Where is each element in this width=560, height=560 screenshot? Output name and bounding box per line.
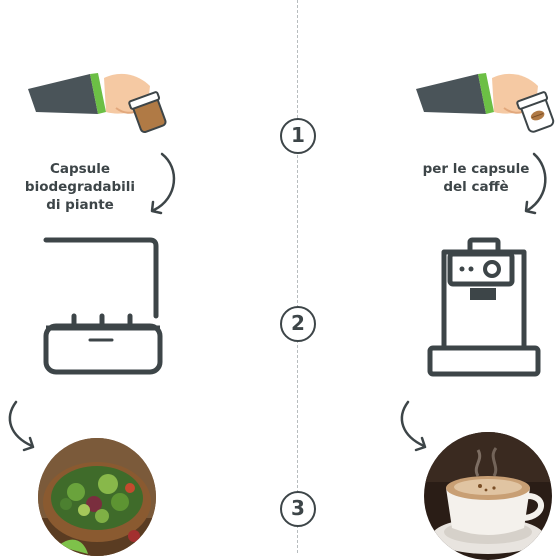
step-3-badge: 3 — [280, 491, 316, 527]
curved-arrow-down-icon — [516, 150, 560, 218]
salad-photo — [38, 438, 156, 556]
plant-pot-icon — [38, 236, 168, 378]
step-1-badge: 1 — [280, 118, 316, 154]
left-caption-line-3: di piante — [10, 196, 150, 214]
left-caption-line-2: biodegradabili — [10, 178, 150, 196]
left-caption-line-1: Capsule — [10, 160, 150, 178]
hand-with-capsule-icon — [20, 64, 170, 144]
step-2-badge: 2 — [280, 306, 316, 342]
hand-with-coffee-capsule-icon — [412, 64, 560, 144]
curved-arrow-down-right-icon — [394, 398, 438, 456]
curved-arrow-down-right-icon — [2, 398, 46, 456]
center-divider — [297, 0, 298, 553]
coffee-machine-icon — [426, 236, 542, 378]
left-caption: Capsule biodegradabili di piante — [10, 160, 150, 214]
cappuccino-photo — [424, 432, 552, 560]
